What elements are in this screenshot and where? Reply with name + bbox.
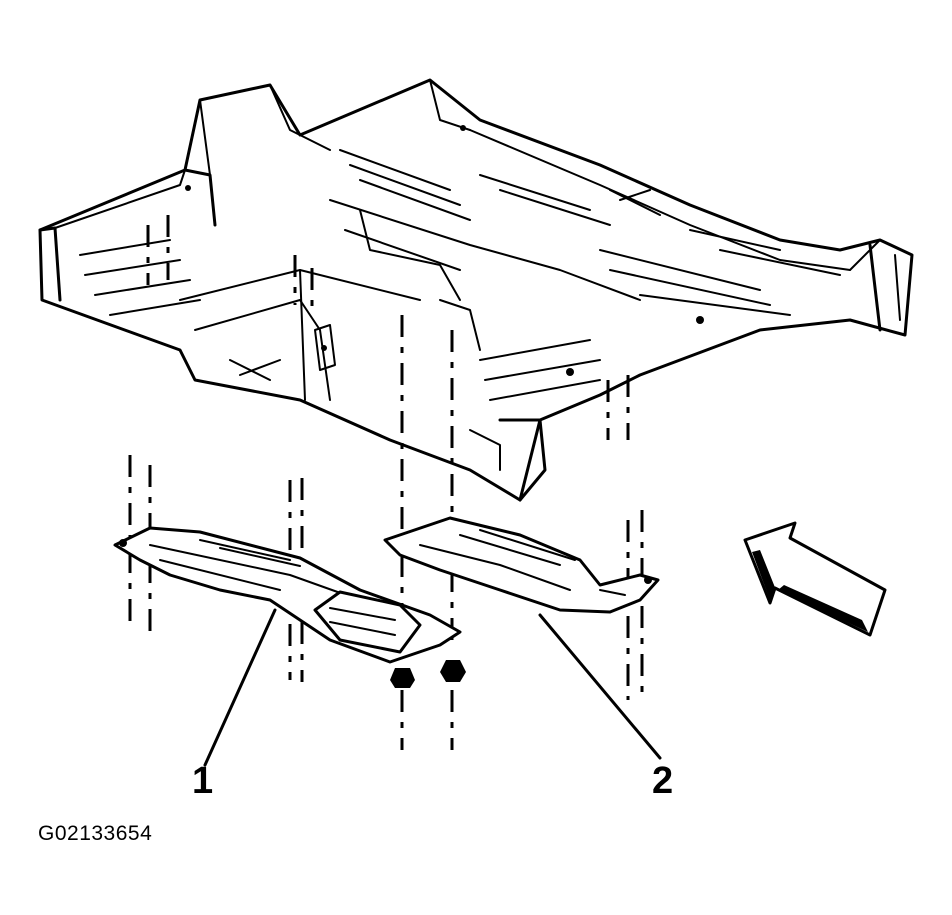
nut-left [390,668,415,688]
figure-id: G02133654 [38,822,153,845]
callout-1: 1 [192,760,214,802]
floor-panel-2 [383,516,660,614]
fasteners [390,660,466,688]
nut-right [440,660,466,682]
arrow-icon [743,521,887,637]
leader-lines [203,608,662,767]
vehicle-floor-pan [38,78,914,502]
floor-panel-1 [113,526,462,664]
callout-2: 2 [652,760,674,802]
